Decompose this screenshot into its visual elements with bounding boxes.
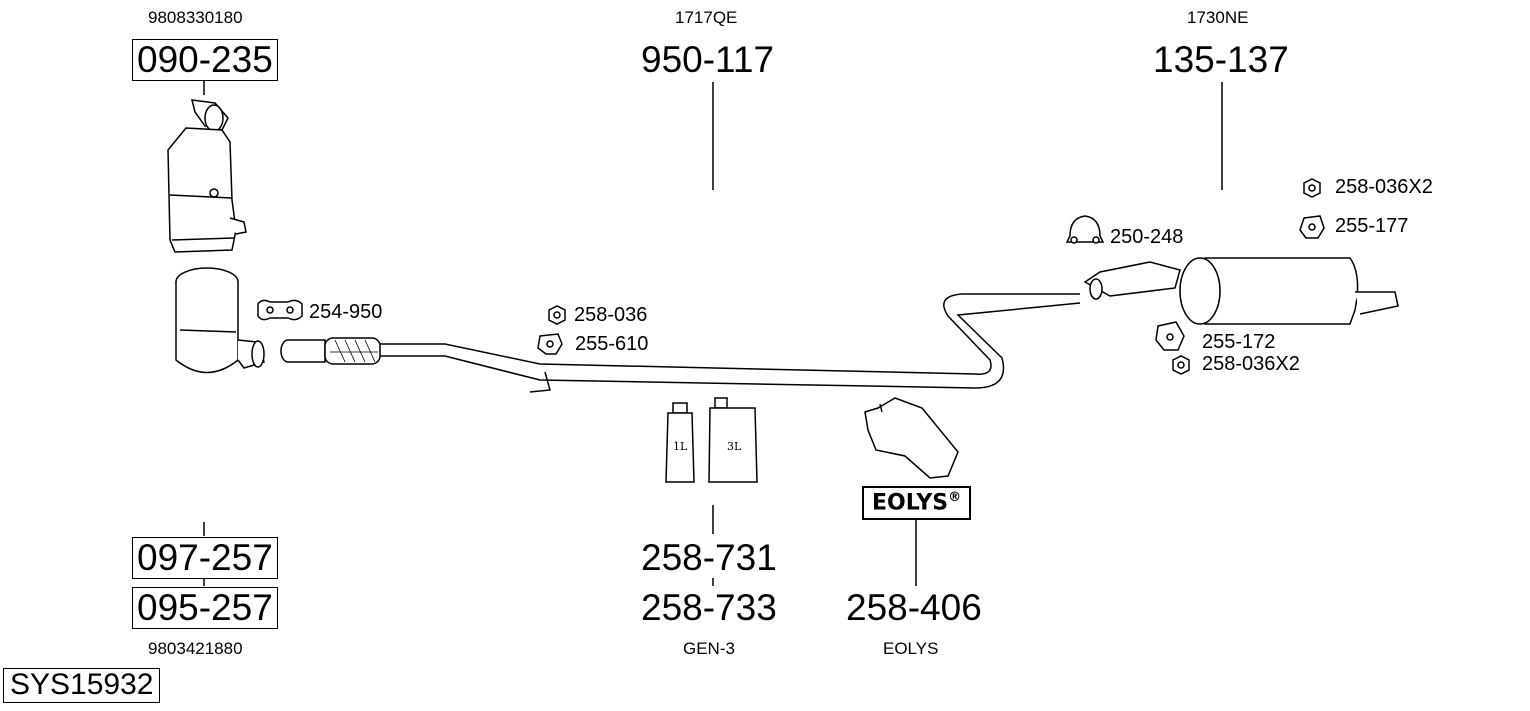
part-number-258-731[interactable]: 258-731 xyxy=(641,537,777,578)
rubber-hanger-icon xyxy=(1155,321,1185,351)
part-number-250-248[interactable]: 250-248 xyxy=(1110,226,1184,248)
system-id: SYS15932 xyxy=(3,668,161,703)
additive-tank xyxy=(864,397,959,479)
part-number-258-036x2[interactable]: 258-036X2 xyxy=(1202,353,1300,375)
oem-code: GEN-3 xyxy=(683,639,735,658)
can-3l-icon xyxy=(708,397,758,483)
rubber-hanger-icon xyxy=(1299,215,1325,239)
intermediate-pipe xyxy=(380,293,1081,389)
part-number-255-610[interactable]: 255-610 xyxy=(575,333,649,355)
part-number-258-036[interactable]: 258-036 xyxy=(574,304,648,326)
part-number-258-733[interactable]: 258-733 xyxy=(641,587,777,628)
part-number-097-257[interactable]: 097-257 xyxy=(132,537,278,579)
clamp-254-950 xyxy=(257,299,303,321)
part-number-258-036x2[interactable]: 258-036X2 xyxy=(1335,176,1433,198)
eolys-logo: EOLYS® xyxy=(862,486,972,521)
rubber-hanger-icon xyxy=(537,333,563,355)
part-number-090-235[interactable]: 090-235 xyxy=(132,39,278,81)
front-pipe xyxy=(280,337,381,365)
nut-icon xyxy=(1303,178,1321,198)
particulate-filter xyxy=(175,267,265,374)
bottle-1l-icon xyxy=(665,402,695,483)
oem-code: 1730NE xyxy=(1187,8,1249,27)
rear-silencer xyxy=(1083,257,1399,325)
part-number-258-406[interactable]: 258-406 xyxy=(846,587,982,628)
part-number-950-117[interactable]: 950-117 xyxy=(641,39,775,80)
part-number-255-172[interactable]: 255-172 xyxy=(1202,331,1276,353)
oem-code: 9803421880 xyxy=(148,639,243,658)
can-label: 3L xyxy=(727,440,742,453)
nut-icon xyxy=(1172,355,1190,375)
bottle-label: 1L xyxy=(673,440,688,453)
part-number-095-257[interactable]: 095-257 xyxy=(132,587,278,629)
nut-icon xyxy=(548,305,566,325)
oem-code: EOLYS xyxy=(883,639,939,658)
part-number-255-177[interactable]: 255-177 xyxy=(1335,215,1409,237)
oem-code: 1717QE xyxy=(675,8,738,27)
clamp-250-248 xyxy=(1065,215,1105,244)
part-number-135-137[interactable]: 135-137 xyxy=(1153,39,1289,80)
oem-code: 9808330180 xyxy=(148,8,243,27)
catalytic-converter-upper xyxy=(167,99,247,253)
part-number-254-950[interactable]: 254-950 xyxy=(309,301,383,323)
hanger-rod xyxy=(529,371,551,393)
